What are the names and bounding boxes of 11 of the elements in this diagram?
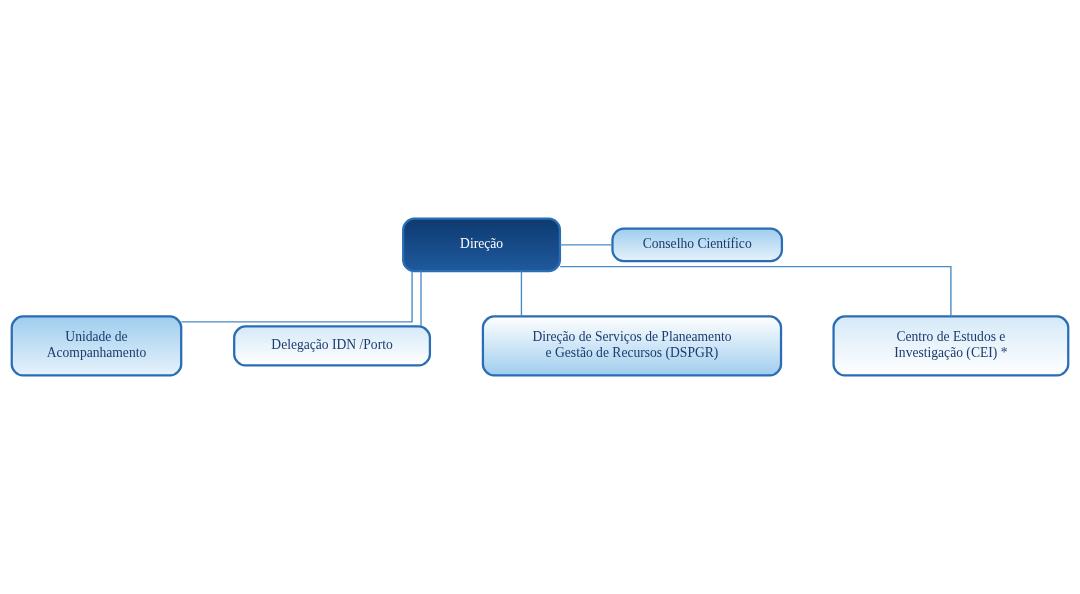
- node-box: Delegação IDN /Porto: [233, 325, 432, 367]
- connector: [520, 270, 523, 317]
- connector: [559, 265, 952, 318]
- node-box: Conselho Científico: [611, 227, 784, 263]
- node-box: Direção de Serviços de Planeamento e Gestão de Recursos (DSPGR): [481, 315, 783, 377]
- connector: [559, 244, 613, 246]
- connector: [420, 270, 422, 327]
- node-box: Unidade de Acompanhamento: [10, 315, 183, 377]
- connector: [180, 270, 413, 323]
- node-box: Centro de Estudos e Investigação (CEI) *: [832, 315, 1070, 377]
- node-box: Direção: [402, 217, 562, 273]
